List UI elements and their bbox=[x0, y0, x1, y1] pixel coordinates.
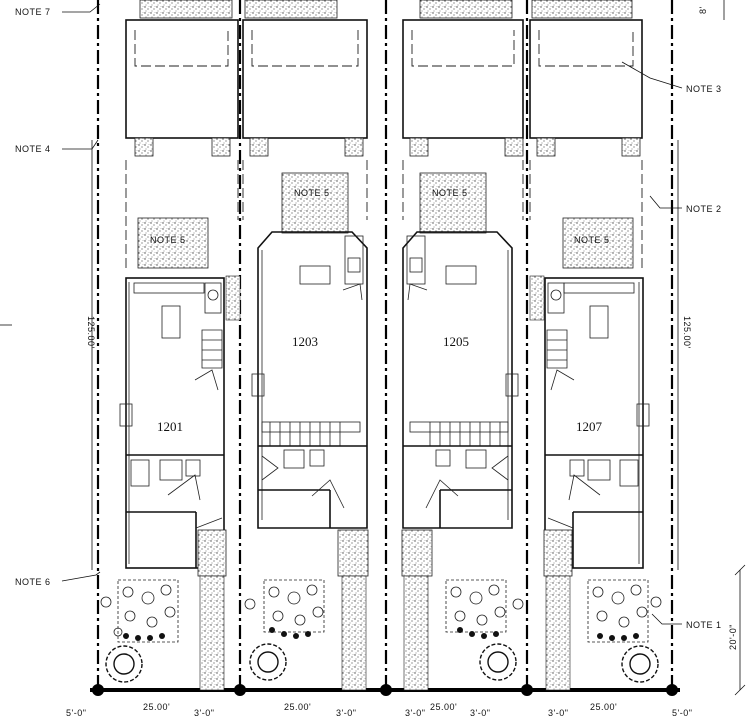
side-gap-3: 3'-0" bbox=[405, 708, 425, 718]
lot-width-4: 25.00' bbox=[590, 702, 617, 712]
note-4-label: NOTE 4 bbox=[15, 144, 51, 154]
note-5-label-1203: NOTE 5 bbox=[294, 188, 330, 198]
lot-corner-markers bbox=[92, 684, 678, 696]
unit-1205: 1205 bbox=[402, 231, 519, 529]
side-gap-5: 3'-0" bbox=[548, 708, 568, 718]
rear-paving bbox=[139, 0, 633, 19]
top-partial-dimension: 8' bbox=[698, 6, 708, 14]
note-5-label-1207: NOTE 5 bbox=[574, 235, 610, 245]
note-3-label: NOTE 3 bbox=[686, 84, 722, 94]
leader-lines bbox=[61, 3, 683, 625]
property-lines bbox=[96, 0, 674, 690]
side-gap-2: 3'-0" bbox=[336, 708, 356, 718]
note-5-label-1205: NOTE 5 bbox=[432, 188, 468, 198]
unit-1201: 1201 bbox=[119, 277, 225, 569]
note-6-label: NOTE 6 bbox=[15, 577, 51, 587]
depth-dimension-left: 125.00' bbox=[86, 316, 96, 349]
garages bbox=[125, 19, 643, 157]
tree-icons bbox=[105, 643, 659, 683]
note-5-label-1201: NOTE 5 bbox=[150, 235, 186, 245]
unit-1205-label: 1205 bbox=[443, 334, 469, 349]
note-7-label: NOTE 7 bbox=[15, 7, 51, 17]
landscape-beds bbox=[117, 579, 649, 643]
side-gap-1: 3'-0" bbox=[194, 708, 214, 718]
depth-dimension-right: 125.00' bbox=[682, 316, 692, 349]
lot-width-2: 25.00' bbox=[284, 702, 311, 712]
dimension-lines bbox=[0, 0, 746, 696]
unit-1201-label: 1201 bbox=[157, 419, 183, 434]
note-1-label: NOTE 1 bbox=[686, 620, 722, 630]
side-gap-4: 3'-0" bbox=[470, 708, 490, 718]
shrubs bbox=[100, 584, 662, 637]
side-dimension-left: 5'-0" bbox=[66, 708, 86, 718]
driveway-guides bbox=[125, 160, 643, 270]
lot-width-1: 25.00' bbox=[143, 702, 170, 712]
shrub-dots bbox=[123, 627, 639, 641]
side-dimension-right: 5'-0" bbox=[672, 708, 692, 718]
front-setback-dimension: 20'-0" bbox=[728, 624, 738, 650]
lot-width-3: 25.00' bbox=[430, 702, 457, 712]
front-walks bbox=[197, 529, 573, 691]
unit-1207: 1207 bbox=[544, 277, 650, 569]
note5-pads bbox=[137, 172, 634, 321]
unit-1203-label: 1203 bbox=[292, 334, 318, 349]
note-2-label: NOTE 2 bbox=[686, 204, 722, 214]
unit-1203: 1203 bbox=[251, 231, 368, 529]
unit-1207-label: 1207 bbox=[576, 419, 603, 434]
